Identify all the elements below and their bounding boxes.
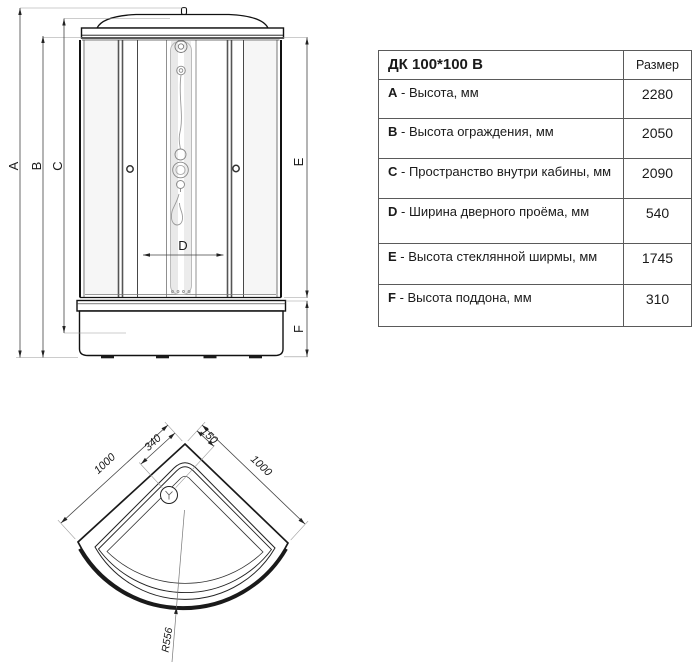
glass-left: [85, 41, 118, 294]
tray-rim-inner: [97, 466, 273, 594]
row-desc: - Высота ограждения, мм: [397, 124, 554, 139]
front-extension-lines: [16, 7, 308, 358]
door-handle-left[interactable]: [126, 165, 134, 173]
tray-rim-outer: [94, 462, 276, 600]
tray-apron: [78, 548, 288, 611]
dim-label-b: B: [29, 162, 44, 171]
table-row: A - Высота, мм 2280: [379, 79, 691, 118]
row-desc: - Ширина дверного проёма, мм: [397, 204, 590, 219]
row-value: 2280: [641, 86, 674, 102]
mixer-knob-large: [172, 161, 189, 179]
table-header-row: ДК 100*100 В Размер: [379, 51, 691, 79]
front-dimension-lines: [19, 8, 308, 358]
roof-band: [80, 27, 285, 39]
table-row: B - Высота ограждения, мм 2050: [379, 118, 691, 158]
row-desc: - Высота, мм: [397, 85, 479, 100]
mixer-knob-small: [174, 148, 187, 161]
radius-leader-line: [171, 509, 185, 663]
shower-hose: [178, 74, 182, 150]
dim-label-c: C: [50, 161, 65, 170]
row-desc: - Высота поддона, мм: [395, 290, 532, 305]
hand-shower-hose: [170, 193, 183, 226]
roof-dome: [95, 13, 270, 29]
dim-1000-left: 1000: [92, 451, 119, 477]
front-view-drawing: A B C D E F: [6, 6, 309, 359]
dim-340: 340: [142, 432, 164, 454]
table-row: D - Ширина дверного проёма, мм 540: [379, 198, 691, 243]
dim-150: 150: [198, 425, 220, 447]
row-desc: - Пространство внутри кабины, мм: [397, 164, 612, 179]
row-value: 540: [645, 205, 670, 221]
table-row: E - Высота стеклянной ширмы, мм 1745: [379, 243, 691, 284]
size-column-header: Размер: [636, 58, 679, 72]
column-strip-left: [171, 41, 178, 294]
shower-head: [174, 40, 188, 53]
dim-radius: R556: [160, 627, 176, 654]
top-extension-lines: [57, 421, 309, 541]
row-letter: F: [388, 290, 396, 305]
shower-column: [170, 40, 192, 295]
row-letter: B: [388, 124, 398, 139]
glass-right: [244, 41, 277, 294]
tray-feet: [101, 355, 262, 359]
dim-label-d: D: [178, 238, 187, 253]
top-dimension-arrows: [61, 425, 305, 615]
spec-table: ДК 100*100 В Размер A - Высота, мм 2280 …: [378, 50, 692, 327]
front-dimension-arrows: [18, 8, 309, 358]
table-row: F - Высота поддона, мм 310: [379, 284, 691, 326]
table-title: ДК 100*100 В: [379, 51, 624, 79]
row-value: 2050: [641, 125, 674, 141]
cabin-roof: [80, 6, 285, 39]
row-letter: A: [388, 85, 398, 100]
tray-floor-edge: [106, 475, 264, 584]
row-value: 2090: [641, 165, 674, 181]
table-row: C - Пространство внутри кабины, мм 2090: [379, 158, 691, 198]
row-desc: - Высота стеклянной ширмы, мм: [396, 249, 598, 264]
dim-label-e: E: [291, 157, 306, 166]
front-dimension-labels: A B C D E F: [6, 157, 306, 333]
shower-tray-front: [76, 299, 287, 359]
top-view-drawing: 1000 1000 340 150 R556: [57, 421, 309, 663]
dim-label-a: A: [6, 161, 21, 170]
row-value: 1745: [641, 250, 674, 266]
dim-label-f: F: [291, 325, 306, 333]
row-value: 310: [645, 291, 670, 307]
row-letter: D: [388, 204, 398, 219]
door-handle-right[interactable]: [232, 164, 240, 173]
row-letter: C: [388, 164, 398, 179]
row-letter: E: [388, 249, 397, 264]
roof-knob: [180, 6, 188, 16]
cabin-body: [79, 39, 282, 299]
dim-1000-right: 1000: [248, 453, 275, 479]
